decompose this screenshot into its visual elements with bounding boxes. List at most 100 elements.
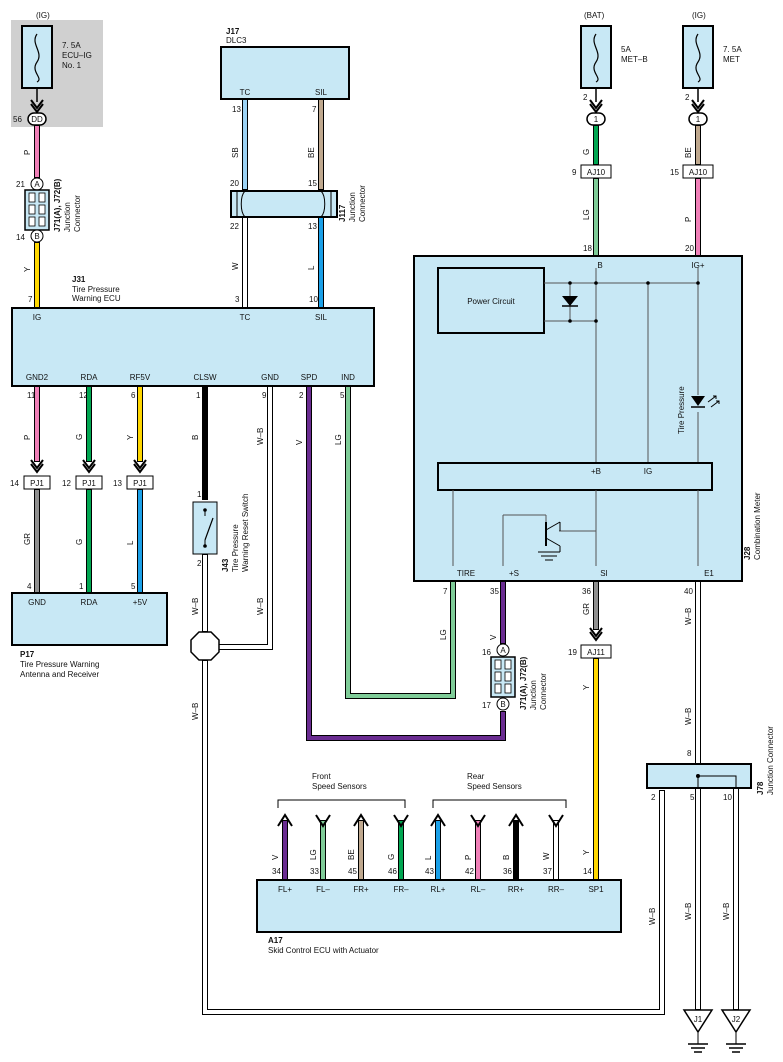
svg-text:22: 22 [230, 222, 239, 231]
a17-pin-fr-minus: FR– [393, 885, 409, 894]
wire-code: W [542, 852, 551, 860]
svg-text:AJ10: AJ10 [689, 168, 708, 177]
svg-text:G: G [582, 149, 591, 155]
fuse-ig1-name2: No. 1 [62, 61, 82, 70]
svg-text:Junction: Junction [348, 192, 357, 222]
switch-contact-icon [204, 517, 214, 541]
svg-text:L: L [307, 265, 316, 270]
a17-pin-number: 43 [425, 867, 434, 876]
svg-text:P: P [684, 217, 693, 222]
svg-text:W: W [231, 262, 240, 270]
svg-text:Speed Sensors: Speed Sensors [312, 782, 367, 791]
wire-code: G [387, 854, 396, 860]
a17-pin-rr-plus: RR+ [508, 885, 525, 894]
diode-icon [562, 296, 578, 306]
a17-pin-rr-minus: RR– [548, 885, 565, 894]
svg-text:SIL: SIL [315, 88, 328, 97]
j78-id: J78 [756, 781, 765, 795]
tire-pressure-indicator: Tire Pressure [677, 386, 686, 434]
svg-text:Junction Connector: Junction Connector [766, 726, 775, 795]
a17-pin-number: 34 [272, 867, 281, 876]
a17-pin-fr-plus: FR+ [353, 885, 369, 894]
svg-text:6: 6 [131, 391, 136, 400]
svg-text:LG: LG [439, 629, 448, 640]
svg-text:5: 5 [340, 391, 345, 400]
svg-text:20: 20 [230, 179, 239, 188]
svg-text:V: V [295, 439, 304, 445]
svg-text:B: B [191, 435, 200, 440]
front-sensors-bracket [277, 799, 406, 808]
wire-code: LG [309, 849, 318, 860]
skid-ecu-pins: FL+34FL–33FR+45FR–46RL+43RL–42RR+36RR–37… [272, 867, 604, 894]
svg-text:8: 8 [687, 749, 692, 758]
svg-text:10: 10 [309, 295, 318, 304]
svg-text:10: 10 [723, 793, 732, 802]
svg-text:Tire Pressure: Tire Pressure [231, 524, 240, 572]
svg-text:TIRE: TIRE [457, 569, 475, 578]
a17-id: A17 [268, 936, 283, 945]
arrow-down-icon [548, 814, 564, 828]
svg-text:LG: LG [334, 434, 343, 445]
a17-pin-number: 14 [583, 867, 592, 876]
svg-text:1: 1 [196, 391, 201, 400]
svg-text:TC: TC [240, 88, 251, 97]
svg-text:2: 2 [583, 93, 588, 102]
svg-text:12: 12 [62, 479, 71, 488]
a17-pin-number: 42 [465, 867, 474, 876]
svg-text:1: 1 [79, 582, 84, 591]
svg-text:36: 36 [582, 587, 591, 596]
svg-text:1: 1 [696, 115, 701, 124]
svg-text:W–B: W–B [256, 428, 265, 445]
fuse-ig1-rating: 7. 5A [62, 41, 81, 50]
svg-text:19: 19 [568, 648, 577, 657]
junction-connector-j117 [230, 190, 338, 218]
arrow-up-icon [353, 813, 369, 827]
svg-text:Y: Y [23, 266, 32, 272]
fuse-bat-box [580, 25, 612, 89]
svg-text:E1: E1 [704, 569, 714, 578]
wire-code-p: P [23, 150, 32, 155]
fuse-ig1-source: (IG) [36, 11, 50, 20]
skid-control-ecu [256, 879, 622, 933]
svg-text:RDA: RDA [81, 373, 99, 382]
svg-text:PJ1: PJ1 [30, 479, 44, 488]
wire-code: P [464, 855, 473, 860]
a17-pin-number: 36 [503, 867, 512, 876]
svg-text:W–B: W–B [684, 608, 693, 625]
svg-text:Rear: Rear [467, 772, 485, 781]
svg-text:W–B: W–B [648, 908, 657, 925]
svg-text:IND: IND [341, 373, 355, 382]
svg-text:Connector: Connector [358, 185, 367, 222]
svg-text:20: 20 [685, 244, 694, 253]
svg-text:GR: GR [582, 603, 591, 615]
svg-text:7: 7 [443, 587, 448, 596]
svg-text:15: 15 [670, 168, 679, 177]
svg-text:A: A [500, 646, 506, 655]
svg-text:+S: +S [509, 569, 519, 578]
tire-pressure-antenna-receiver [11, 592, 168, 646]
svg-text:J1: J1 [694, 1015, 703, 1024]
svg-text:1: 1 [594, 115, 599, 124]
wire-light-green [346, 387, 455, 698]
svg-text:2: 2 [197, 559, 202, 568]
svg-text:J71(A), J72(B): J71(A), J72(B) [519, 656, 528, 710]
fuse-ig2-source: (IG) [692, 11, 706, 20]
fuse-bat-source: (BAT) [584, 11, 605, 20]
svg-text:5: 5 [690, 793, 695, 802]
wire-violet [307, 387, 505, 740]
svg-text:14: 14 [16, 233, 25, 242]
svg-text:7. 5A: 7. 5A [723, 45, 742, 54]
svg-text:+B: +B [591, 467, 601, 476]
power-circuit-block [437, 267, 545, 334]
svg-text:G: G [75, 539, 84, 545]
svg-text:PJ1: PJ1 [82, 479, 96, 488]
svg-text:BE: BE [684, 147, 693, 158]
svg-text:5A: 5A [621, 45, 631, 54]
wire-code: Y [582, 849, 591, 855]
svg-text:A: A [34, 180, 40, 189]
svg-text:PJ1: PJ1 [133, 479, 147, 488]
a17-name: Skid Control ECU with Actuator [268, 946, 379, 955]
svg-text:P: P [23, 435, 32, 440]
